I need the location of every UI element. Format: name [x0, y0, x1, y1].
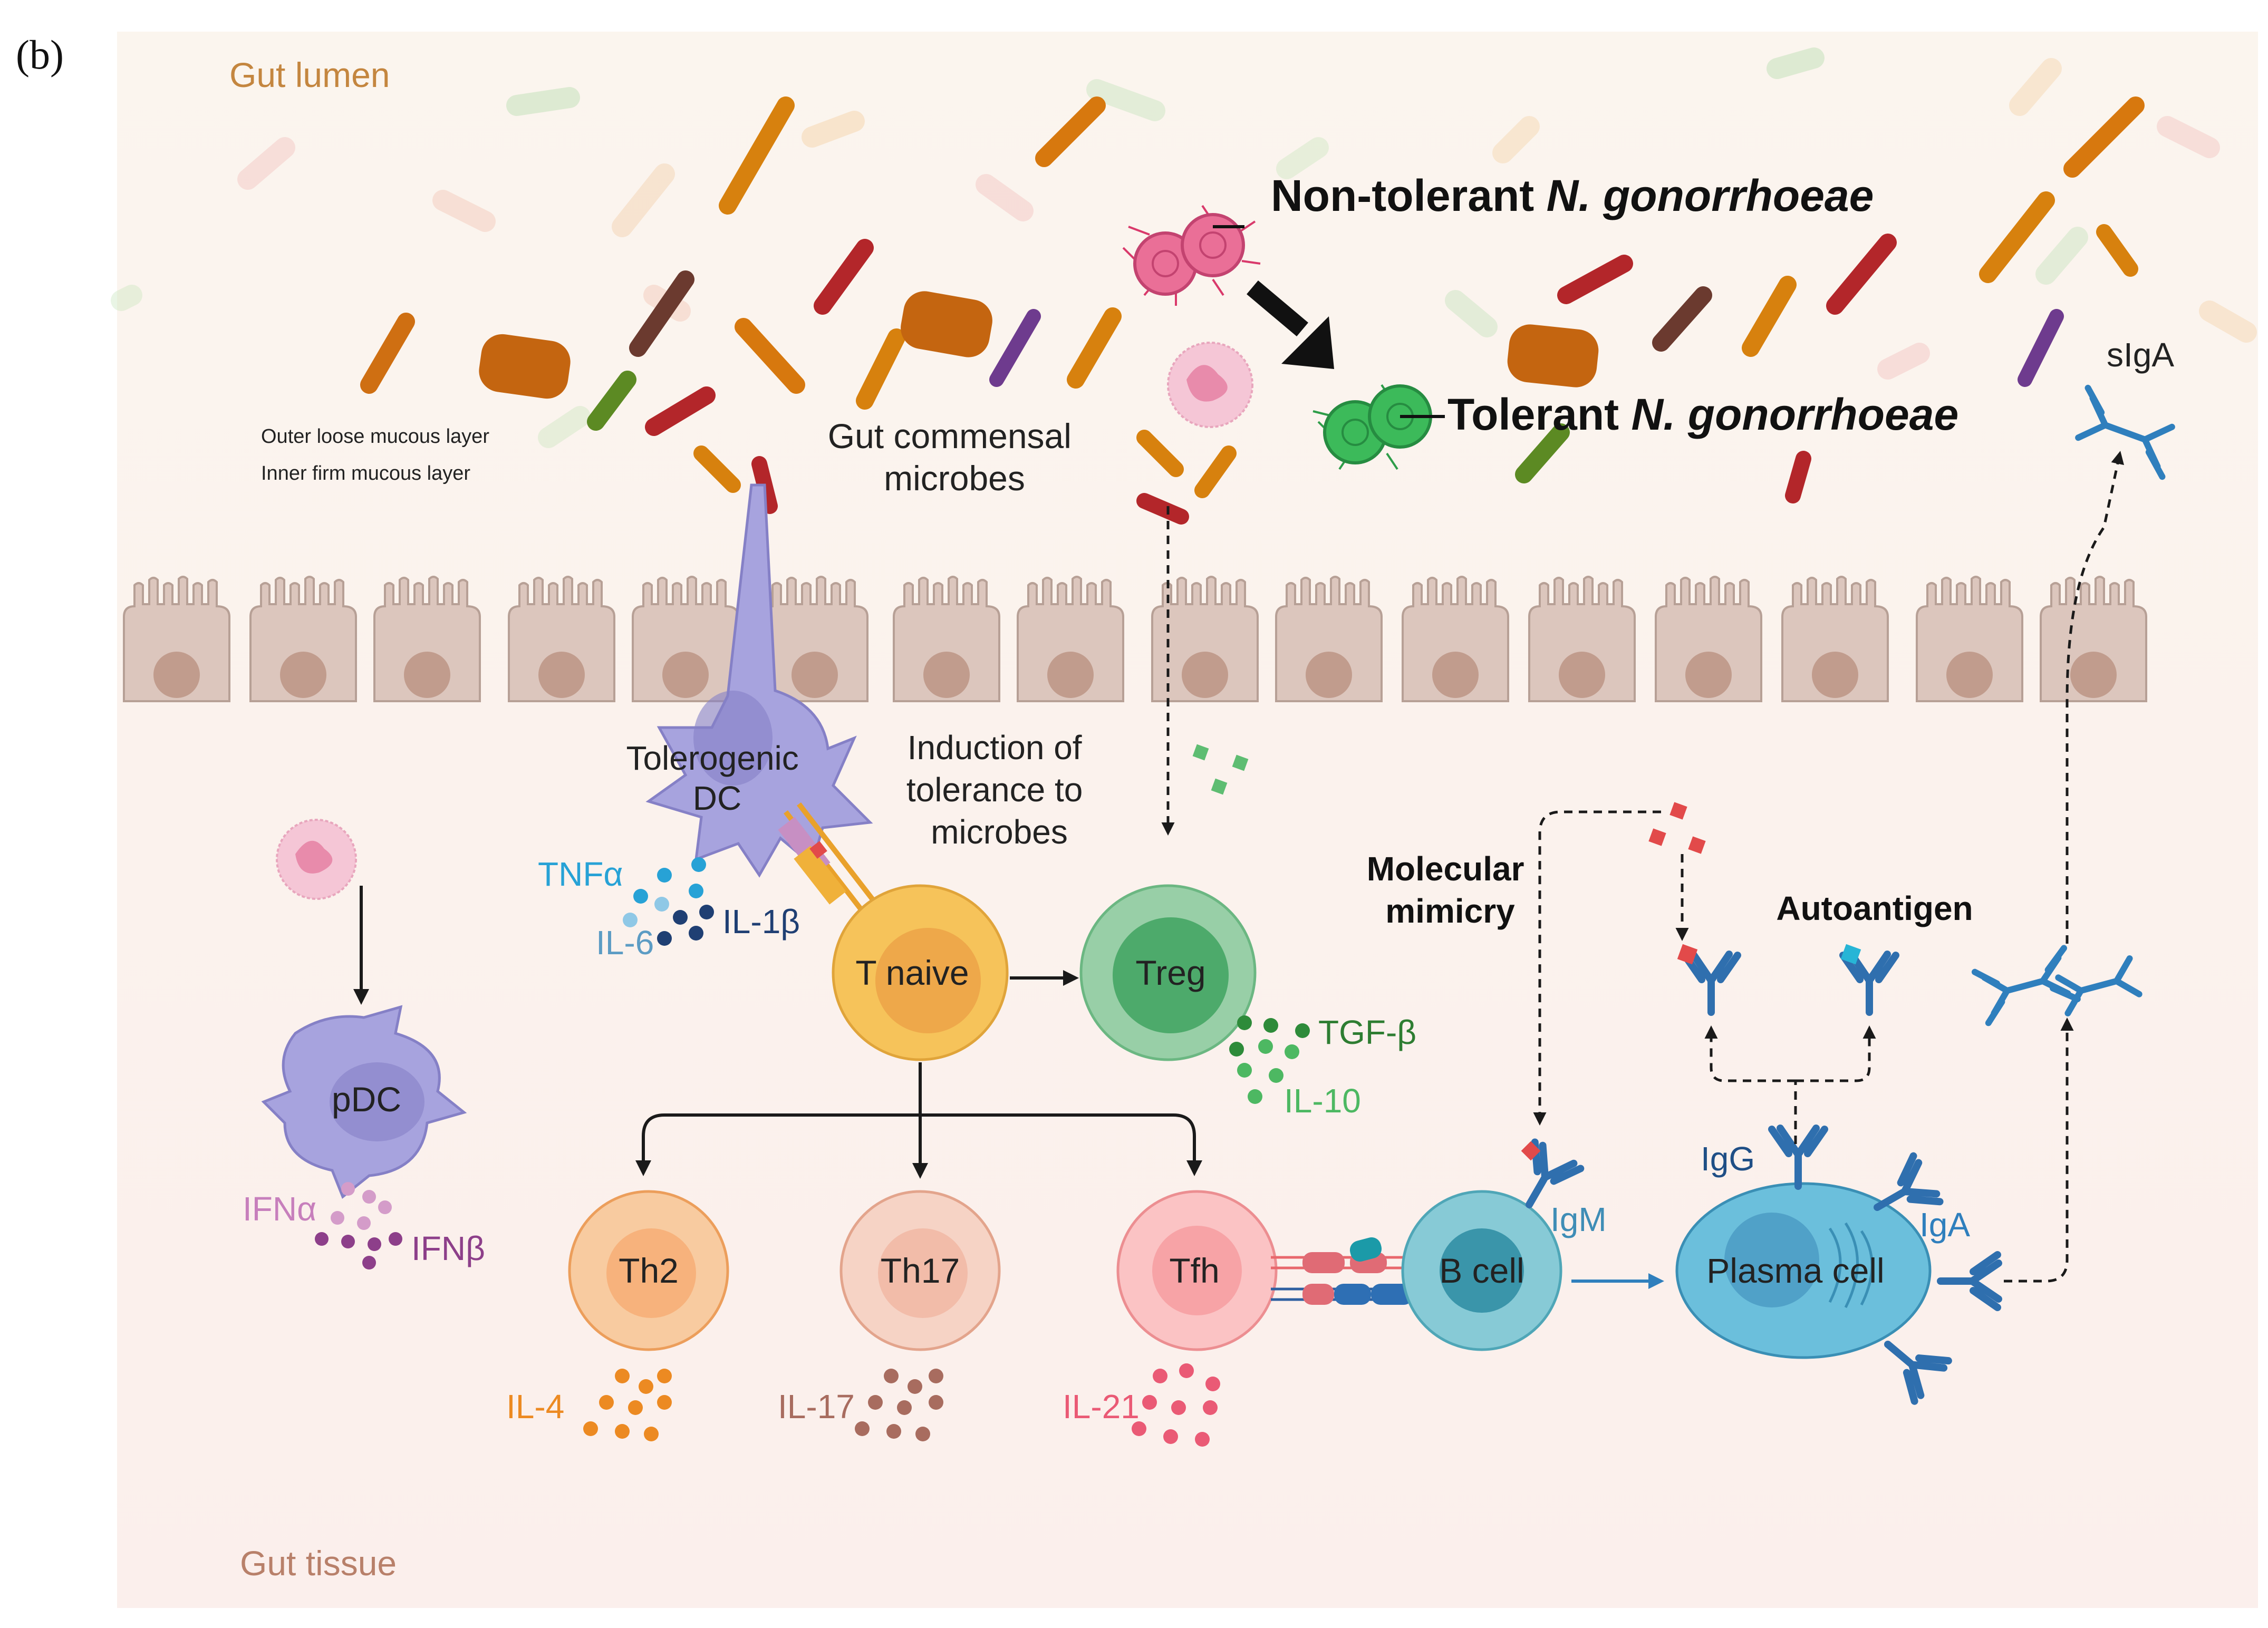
- plasma-to-autoantibody-arrows: [1704, 1025, 1876, 1144]
- molecular-mimicry-line2: mimicry: [1385, 892, 1515, 930]
- outer-mucous-layer-label: Outer loose mucous layer: [261, 425, 489, 448]
- dimer-to-siga-arrow: [2066, 451, 2125, 944]
- tolerogenic-dc-line1: Tolerogenic: [626, 739, 798, 777]
- tnaive-differentiation-arrows: [635, 1062, 1202, 1179]
- non-tolerant-ng-bacteria: [1122, 205, 1261, 306]
- neutrophil-tissue: [276, 819, 357, 900]
- commensal-label-line1: Gut commensal: [828, 416, 1072, 456]
- mimicry-arrows: [1533, 802, 1706, 1126]
- non-tolerant-ng-label: Non-tolerant N. gonorrhoeae: [1271, 171, 1874, 220]
- plasma-cell: [1675, 1182, 1932, 1359]
- autoantigen-blue: [1840, 944, 1861, 965]
- tolerant-species: N. gonorrhoeae: [1631, 390, 1958, 439]
- b-cell-label: B cell: [1439, 1251, 1524, 1290]
- il21-label: IL-21: [1063, 1388, 1140, 1426]
- iga-dimer-tissue: [1971, 945, 2142, 1026]
- ifnb-label: IFNβ: [411, 1229, 485, 1267]
- pdc-label: pDC: [332, 1080, 401, 1119]
- tolerance-arrow: [1247, 280, 1334, 369]
- il4-label: IL-4: [506, 1388, 564, 1426]
- th17-label: Th17: [881, 1251, 960, 1290]
- igg-label: IgG: [1701, 1140, 1755, 1178]
- induction-label: Induction of tolerance to microbes: [906, 729, 1092, 851]
- commensal-label: Gut commensal microbes: [828, 416, 1082, 498]
- tfh-bcell-synapse: [1271, 1237, 1413, 1305]
- non-tolerant-prefix: Non-tolerant: [1271, 171, 1547, 220]
- tolerant-ng-label: Tolerant N. gonorrhoeae: [1447, 390, 1958, 439]
- molecular-mimicry-label: Molecular mimicry: [1367, 850, 1534, 930]
- th2-cell: [568, 1190, 729, 1351]
- siga-label: sIgA: [2107, 336, 2174, 374]
- induction-line2: tolerance to: [906, 771, 1083, 809]
- plasma-to-dimer-arrow: [2004, 1018, 2074, 1283]
- tolerant-ng-bacteria: [1312, 384, 1445, 470]
- dc-cytokine-dots: [623, 857, 714, 946]
- tgfb-label: TGF-β: [1318, 1013, 1416, 1051]
- th2-cytokine-dots: [583, 1369, 672, 1441]
- tfh-cell: [1116, 1190, 1278, 1351]
- tolerogenic-dc: [645, 483, 873, 878]
- pdc-cell: [261, 1005, 467, 1199]
- il17-label: IL-17: [778, 1388, 855, 1426]
- gut-tissue-label: Gut tissue: [240, 1544, 397, 1583]
- il6-label: IL-6: [596, 924, 654, 962]
- faded-bacteria: [111, 47, 2257, 448]
- siga-dimer-lumen: [2075, 384, 2175, 480]
- t-naive-cell: [832, 884, 1009, 1061]
- induction-line1: Induction of: [908, 729, 1082, 767]
- il10-label: IL-10: [1284, 1082, 1361, 1120]
- tnfa-label: TNFα: [538, 855, 623, 893]
- il1b-label: IL-1β: [722, 903, 800, 941]
- igm-label: IgM: [1550, 1200, 1607, 1238]
- tfh-cytokine-dots: [1132, 1363, 1220, 1447]
- tfh-label: Tfh: [1169, 1251, 1219, 1290]
- molecular-mimicry-line1: Molecular: [1367, 850, 1524, 888]
- pdc-cytokine-dots: [315, 1182, 402, 1270]
- treg-label: Treg: [1135, 953, 1205, 992]
- th17-cell: [839, 1190, 1001, 1351]
- igm-bound-antigen: [1521, 1141, 1541, 1161]
- panel-label: (b): [16, 32, 64, 77]
- tolerogenic-dc-label: Tolerogenic DC: [626, 739, 808, 817]
- tolerant-prefix: Tolerant: [1447, 390, 1631, 439]
- treg-cell: [1079, 884, 1257, 1061]
- neutrophil-lumen: [1167, 342, 1253, 428]
- commensal-label-line2: microbes: [884, 459, 1025, 498]
- th17-cytokine-dots: [855, 1369, 943, 1441]
- induction-line3: microbes: [931, 813, 1068, 851]
- t-naive-label: T naive: [855, 953, 969, 992]
- th2-label: Th2: [619, 1251, 679, 1290]
- treg-cytokine-dots: [1229, 1015, 1310, 1104]
- iga-label: IgA: [1919, 1206, 1970, 1244]
- autoantigen-label: Autoantigen: [1776, 889, 1973, 927]
- autoantigen-red: [1677, 944, 1698, 965]
- tolerogenic-dc-line2: DC: [693, 779, 741, 817]
- inner-mucous-layer-label: Inner firm mucous layer: [261, 462, 470, 484]
- plasma-cell-label: Plasma cell: [1706, 1251, 1884, 1290]
- non-tolerant-species: N. gonorrhoeae: [1547, 171, 1874, 220]
- antigen-uptake-arrow: [1161, 506, 1249, 836]
- ifna-label: IFNα: [243, 1190, 316, 1228]
- gut-lumen-label: Gut lumen: [229, 55, 390, 94]
- b-cell: [1401, 1190, 1562, 1351]
